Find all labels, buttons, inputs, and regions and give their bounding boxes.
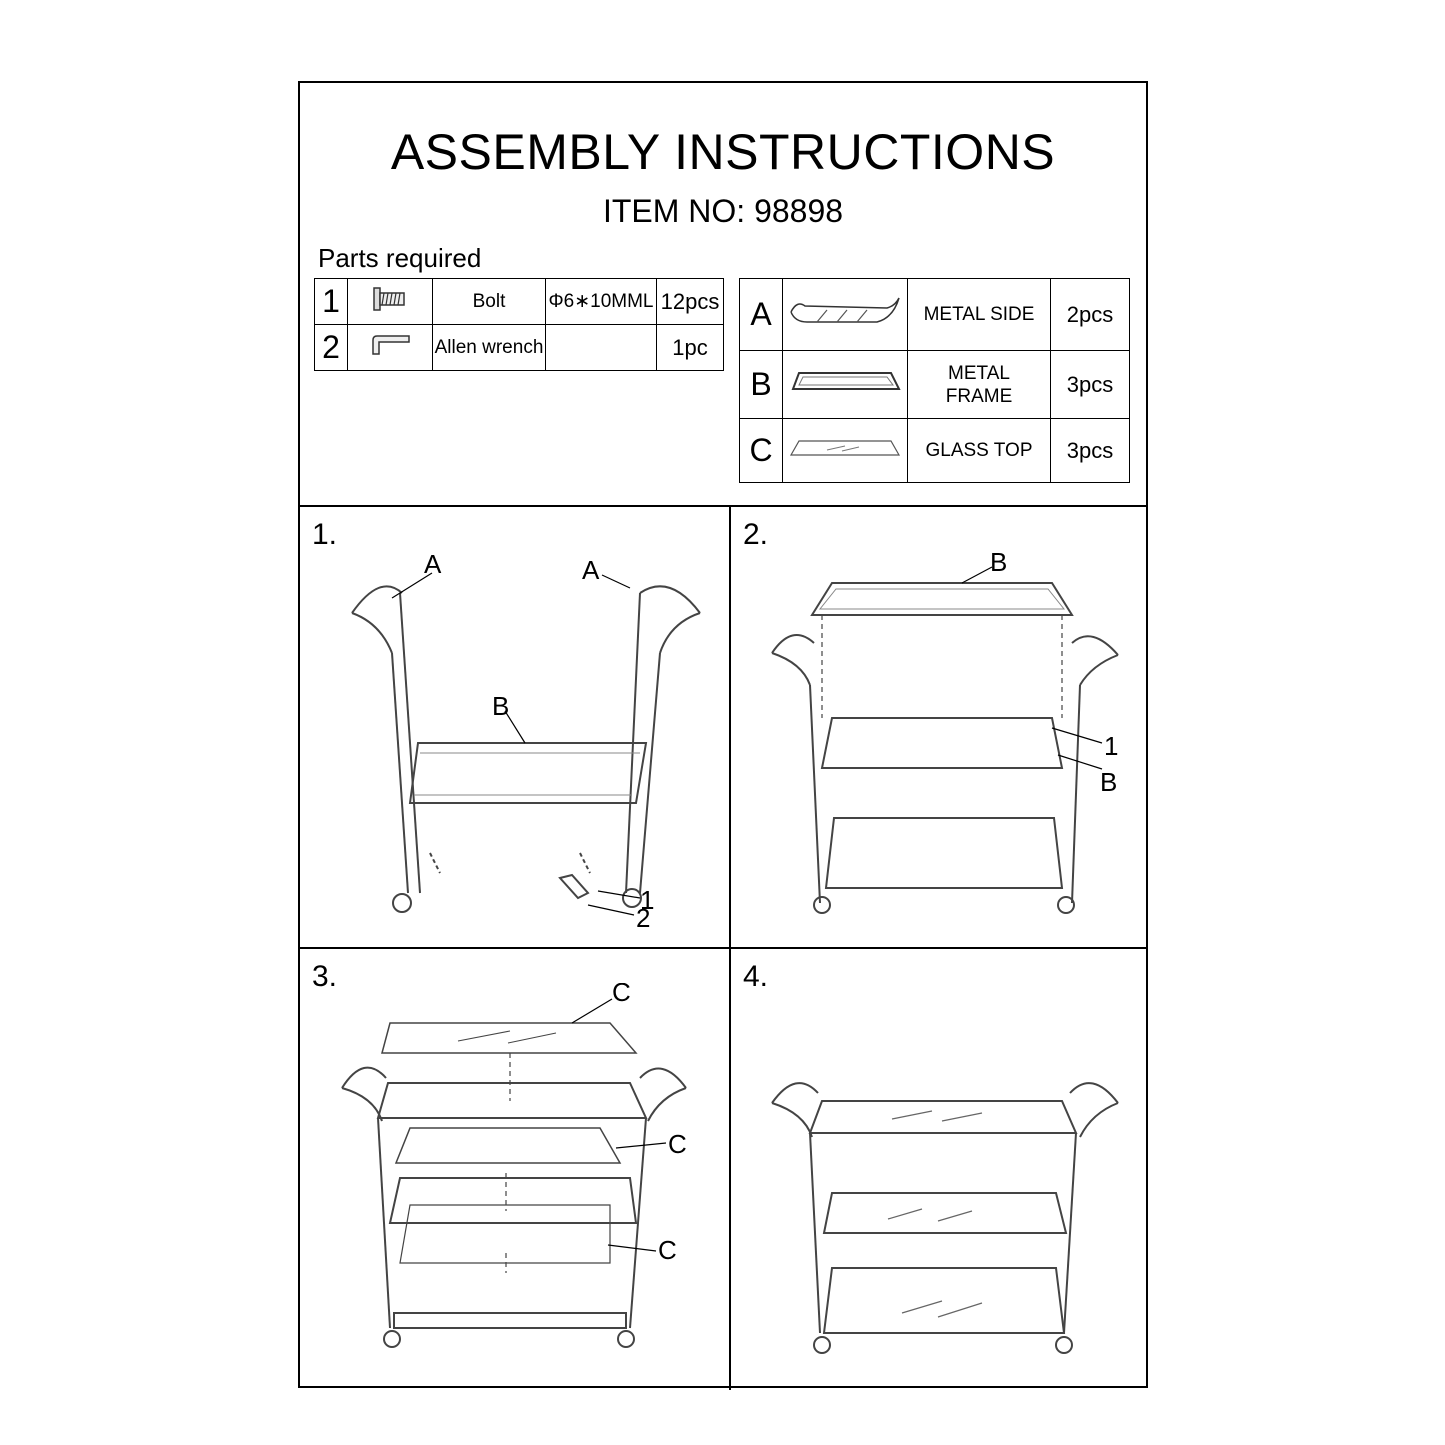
step-4-number: 4. bbox=[743, 960, 769, 993]
section-divider bbox=[300, 505, 1146, 507]
hardware-spec bbox=[545, 324, 657, 371]
bolt-icon bbox=[347, 278, 433, 325]
label-c-bottom: C bbox=[658, 1235, 677, 1265]
hardware-qty: 12pcs bbox=[656, 278, 724, 325]
hardware-number: 2 bbox=[314, 324, 348, 371]
metal-side-icon bbox=[782, 278, 908, 351]
label-wrench: 2 bbox=[636, 903, 650, 933]
label-a-left: A bbox=[424, 553, 442, 579]
component-qty: 3pcs bbox=[1050, 350, 1130, 419]
step-1-diagram: A A B 1 2 bbox=[351, 553, 701, 933]
component-name: METAL FRAME bbox=[907, 350, 1051, 419]
item-number: ITEM NO: 98898 bbox=[602, 193, 844, 229]
label-bolt: 1 bbox=[640, 885, 654, 915]
hardware-row: 1 Bolt Φ6∗10MML 12pcs bbox=[314, 278, 724, 325]
hardware-qty: 1pc bbox=[656, 324, 724, 371]
component-letter: A bbox=[739, 278, 783, 351]
hardware-row: 2 Allen wrench 1pc bbox=[314, 324, 724, 371]
component-row: A METAL SIDE 2pcs bbox=[739, 278, 1130, 351]
step-3-diagram: C C C bbox=[341, 983, 687, 1348]
allen-wrench-icon bbox=[347, 324, 433, 371]
hardware-name: Allen wrench bbox=[432, 324, 546, 371]
parts-required-label: Parts required bbox=[318, 243, 482, 273]
step-2-diagram: B 1 B bbox=[771, 547, 1119, 914]
glass-top-icon bbox=[782, 418, 908, 483]
label-b: B bbox=[492, 691, 509, 721]
section-divider bbox=[300, 947, 1146, 949]
hardware-name: Bolt bbox=[432, 278, 546, 325]
label-a-right: A bbox=[582, 555, 600, 585]
label-bolt: 1 bbox=[1104, 731, 1118, 761]
step-4-diagram bbox=[771, 1082, 1119, 1354]
instruction-sheet: ASSEMBLY INSTRUCTIONS ITEM NO: 98898 Par… bbox=[298, 81, 1148, 1390]
components-table: A METAL SIDE 2pcs B METAL FRAME 3pcs bbox=[739, 278, 1130, 483]
component-letter: C bbox=[739, 418, 783, 483]
label-c-top: C bbox=[612, 983, 631, 1007]
step-1-number: 1. bbox=[312, 518, 338, 551]
label-b-mid: B bbox=[1100, 767, 1117, 797]
step-2-number: 2. bbox=[743, 518, 769, 551]
metal-frame-icon bbox=[782, 350, 908, 419]
component-name: GLASS TOP bbox=[907, 418, 1051, 483]
step-3-number: 3. bbox=[312, 960, 338, 993]
component-name: METAL SIDE bbox=[907, 278, 1051, 351]
hardware-table: 1 Bolt Φ6∗10MML 12pcs 2 Allen wrench 1p bbox=[314, 278, 724, 371]
component-qty: 2pcs bbox=[1050, 278, 1130, 351]
hardware-spec: Φ6∗10MML bbox=[545, 278, 657, 325]
component-letter: B bbox=[739, 350, 783, 419]
label-c-mid: C bbox=[668, 1129, 687, 1159]
page-title: ASSEMBLY INSTRUCTIONS bbox=[390, 124, 1056, 180]
component-qty: 3pcs bbox=[1050, 418, 1130, 483]
label-b-top: B bbox=[990, 547, 1007, 577]
component-row: C GLASS TOP 3pcs bbox=[739, 418, 1130, 483]
hardware-number: 1 bbox=[314, 278, 348, 325]
section-divider bbox=[729, 505, 731, 1390]
component-row: B METAL FRAME 3pcs bbox=[739, 350, 1130, 419]
